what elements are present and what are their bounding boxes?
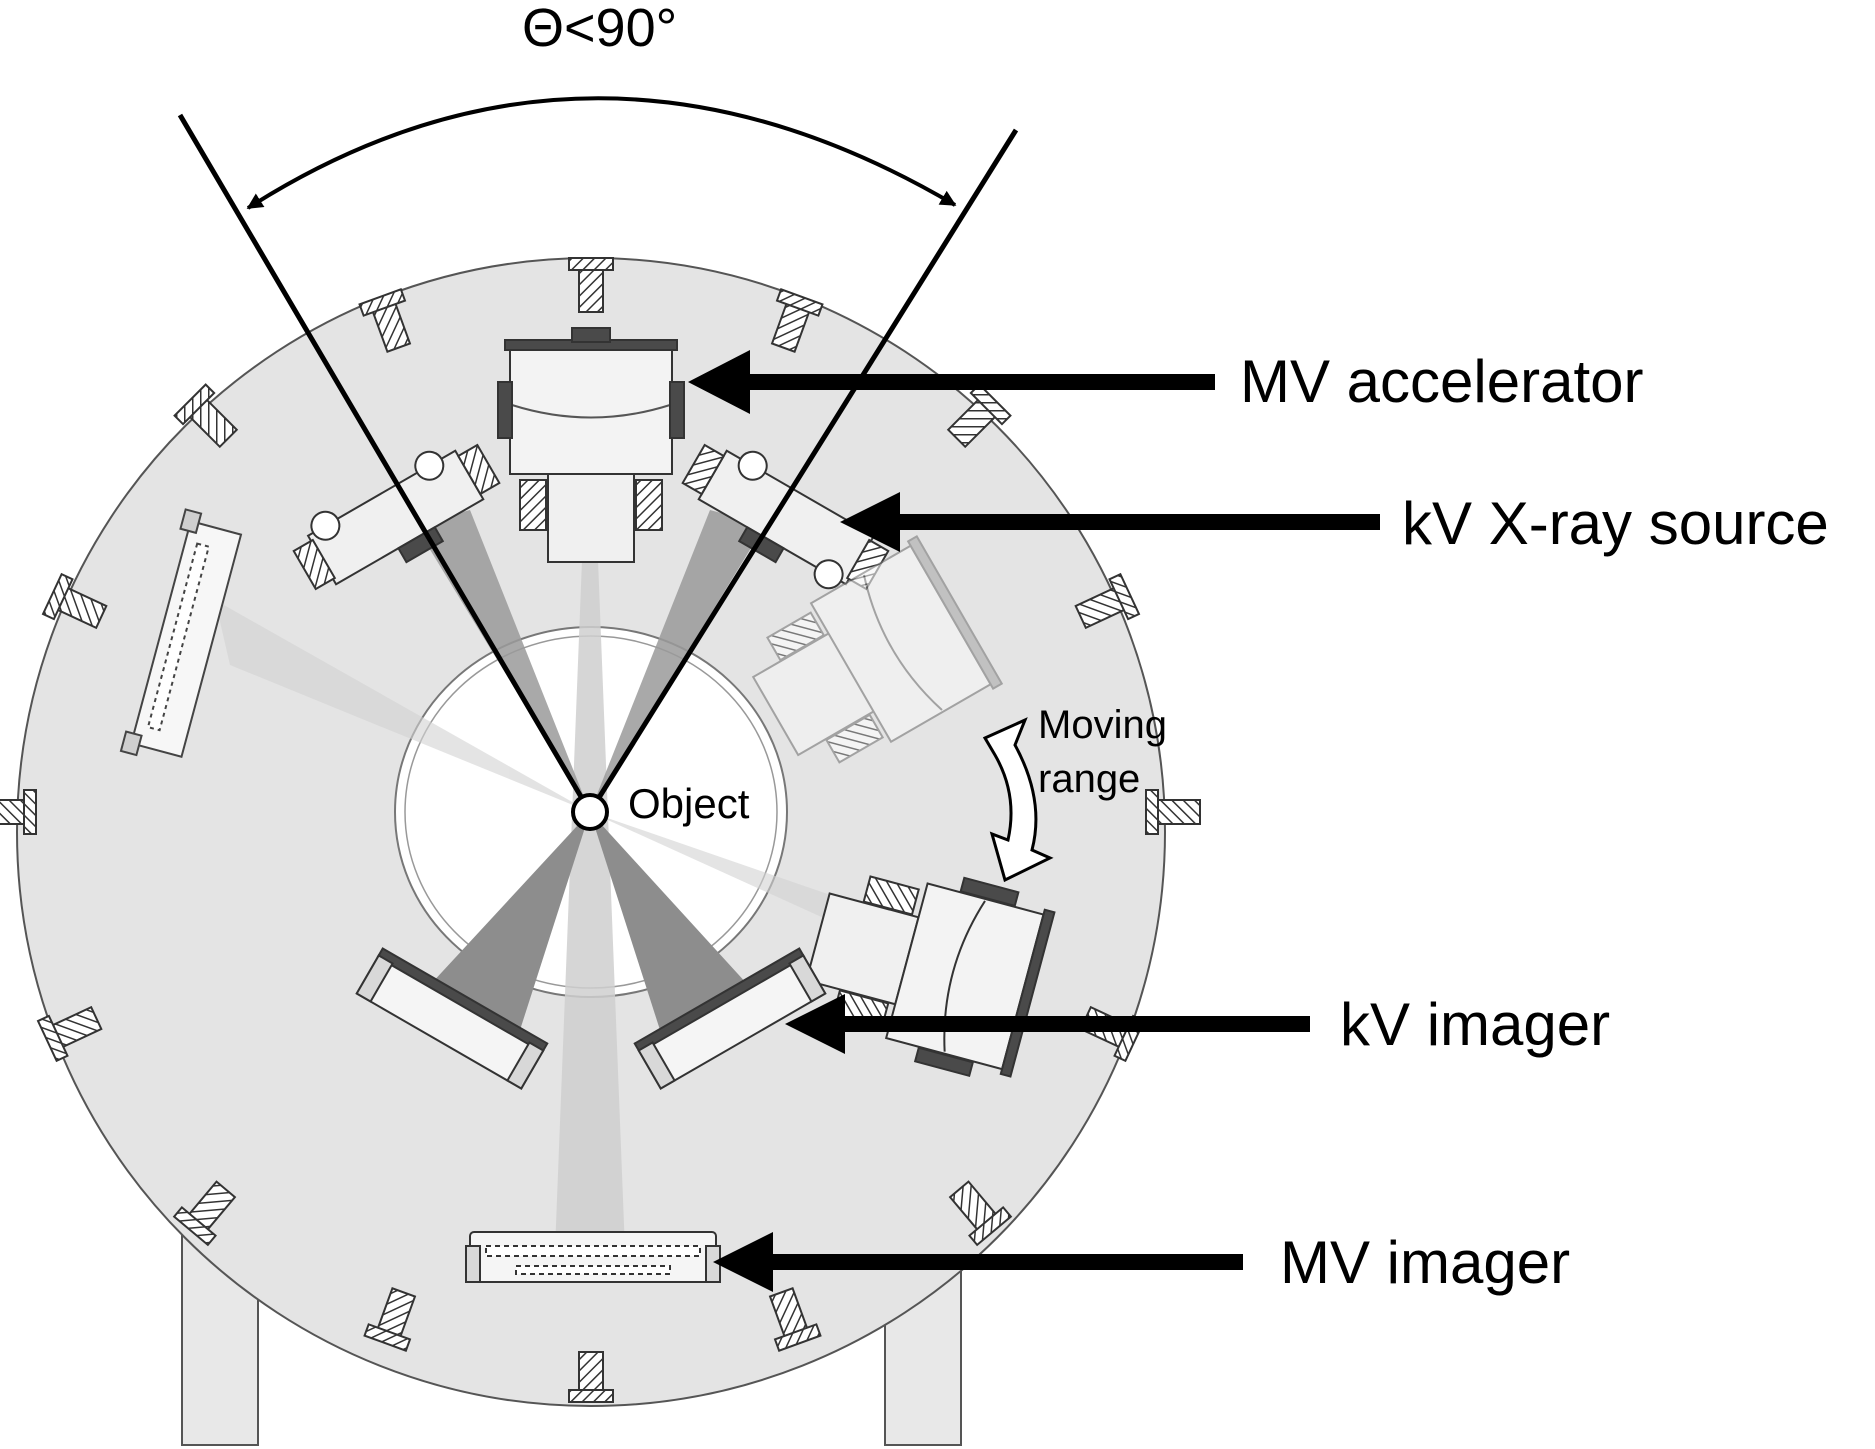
kv-source-right xyxy=(681,443,890,591)
label-kv-xray-source: kV X-ray source xyxy=(1402,490,1829,557)
angle-label: Θ<90° xyxy=(522,0,677,58)
arrow-kv-source xyxy=(840,492,1380,552)
moving-range-arrow xyxy=(982,717,1054,883)
angle-arc xyxy=(246,96,957,210)
label-mv-imager: MV imager xyxy=(1280,1229,1570,1296)
arrow-kv-imager xyxy=(785,994,1310,1054)
kv-imager-right xyxy=(633,947,827,1090)
object-marker xyxy=(571,793,609,831)
arrow-mv-imager xyxy=(713,1232,1243,1292)
kv-imager-left xyxy=(355,947,549,1090)
kv-source-left xyxy=(292,443,501,591)
angle-lines xyxy=(177,113,1019,814)
label-kv-imager: kV imager xyxy=(1340,991,1610,1058)
label-object: Object xyxy=(628,780,750,827)
mv-imager xyxy=(465,1231,721,1283)
label-moving-range-2: range xyxy=(1038,757,1140,801)
arrow-mv-accelerator xyxy=(688,350,1215,414)
mv-beam xyxy=(555,560,625,1250)
label-mv-accelerator: MV accelerator xyxy=(1240,348,1643,415)
accelerator-ghost xyxy=(751,535,1004,764)
mv-accelerator xyxy=(497,327,685,563)
side-beams xyxy=(215,600,850,930)
label-moving-range-1: Moving xyxy=(1038,703,1167,747)
pointer-arrows xyxy=(688,350,1380,1292)
side-imager-ghost xyxy=(119,508,243,759)
